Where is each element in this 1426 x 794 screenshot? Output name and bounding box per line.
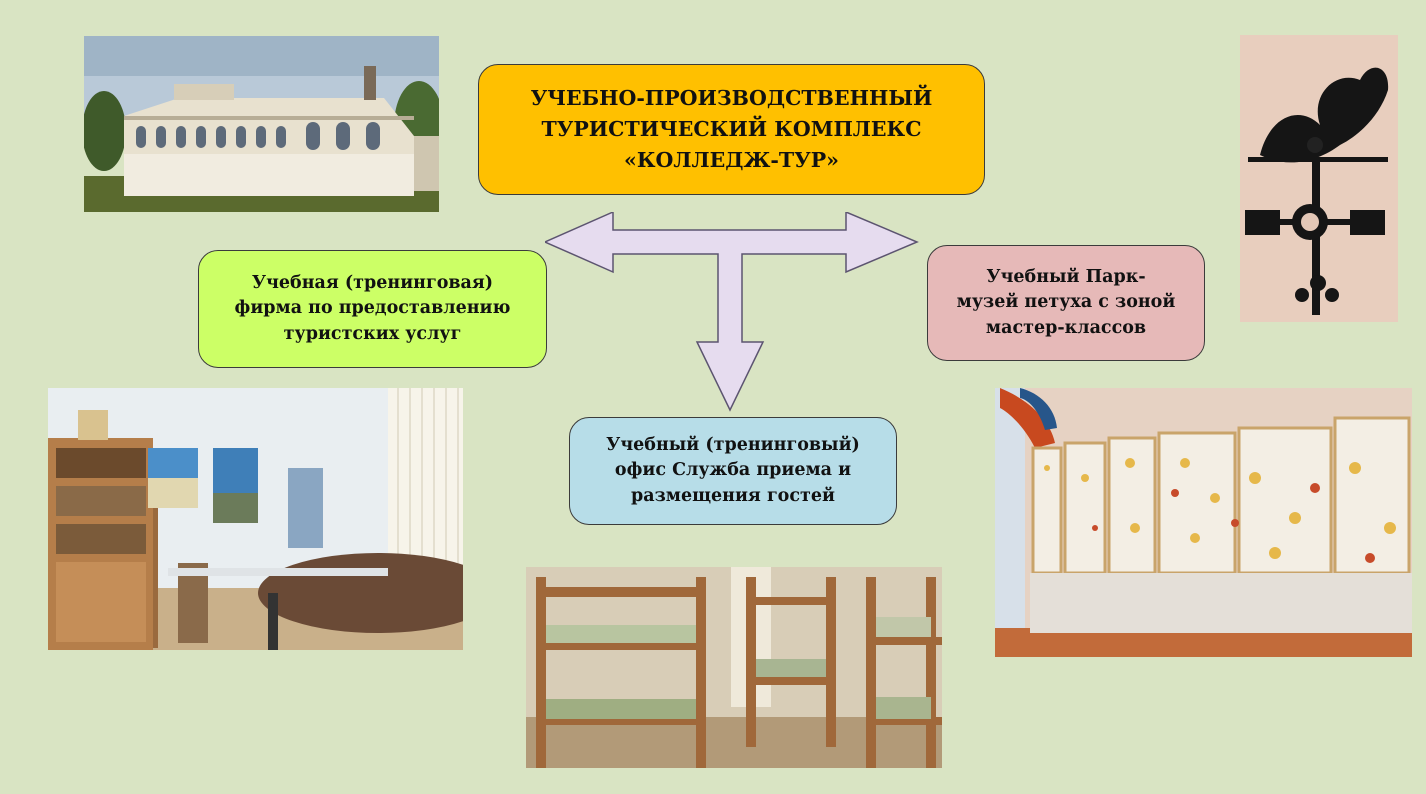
main-box-line: ТУРИСТИЧЕСКИЙ КОМПЛЕКС <box>541 117 922 142</box>
rooster-park-box: Учебный Парк- музей петуха с зоной масте… <box>927 245 1205 361</box>
firm-box-line: Учебная (тренинговая) <box>251 272 494 293</box>
park-box-line: музей петуха с зоной <box>956 292 1176 313</box>
main-box-line: УЧЕБНО-ПРОИЗВОДСТВЕННЫЙ <box>530 86 933 111</box>
main-box-line: «КОЛЛЕДЖ-ТУР» <box>624 147 839 172</box>
firm-box-line: туристских услуг <box>283 323 462 344</box>
main-complex-box: УЧЕБНО-ПРОИЗВОДСТВЕННЫЙ ТУРИСТИЧЕСКИЙ КО… <box>478 64 985 195</box>
training-office-box: Учебный (тренинговый) офис Служба приема… <box>569 417 897 525</box>
office-box-line: офис Служба приема и <box>614 460 852 481</box>
office-box-line: Учебный (тренинговый) <box>606 434 860 455</box>
park-box-line: мастер-классов <box>985 317 1147 338</box>
photo-rooster-museum-display <box>995 388 1412 657</box>
training-firm-box: Учебная (тренинговая) фирма по предостав… <box>198 250 547 368</box>
office-box-line: размещения гостей <box>631 485 835 506</box>
photo-rooster-weathervane <box>1240 35 1398 322</box>
photo-training-office <box>48 388 463 650</box>
photo-bunk-bed-room <box>526 567 942 768</box>
photo-historic-building <box>84 36 439 212</box>
three-way-arrow <box>545 212 919 412</box>
firm-box-line: фирма по предоставлению <box>234 298 511 319</box>
park-box-line: Учебный Парк- <box>986 266 1146 287</box>
